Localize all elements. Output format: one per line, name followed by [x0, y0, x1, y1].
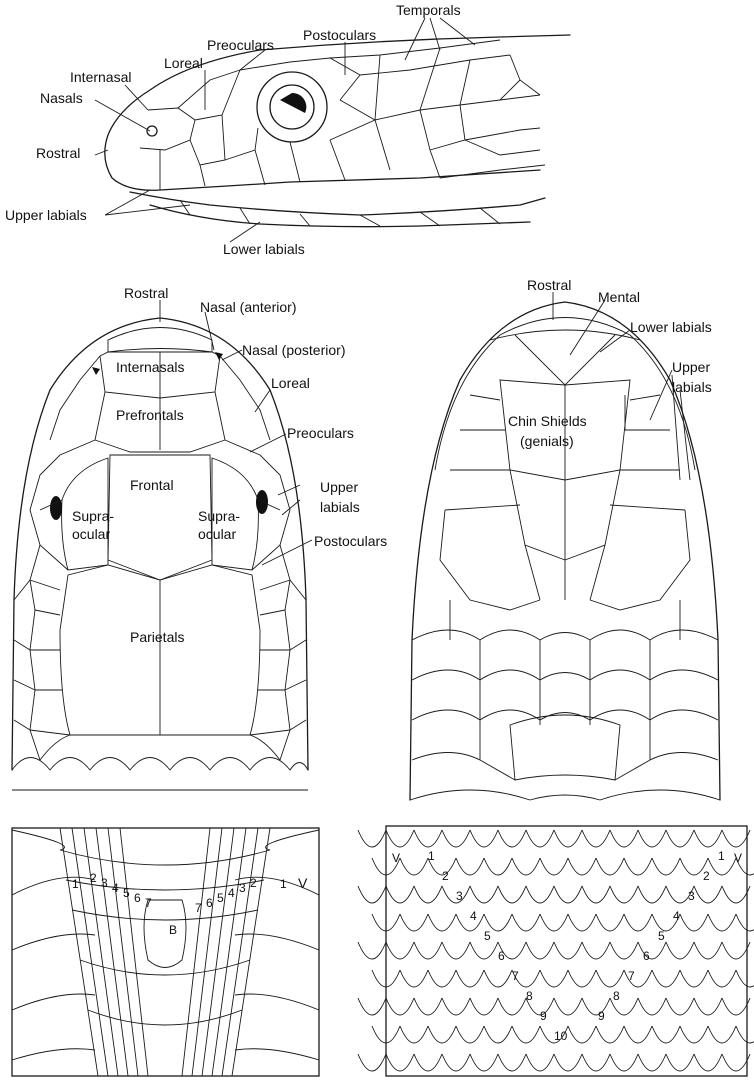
dorsal-left-number: 4 [470, 909, 477, 923]
dorsal-left-number: 9 [540, 1009, 547, 1023]
label-preoculars: Preoculars [207, 37, 274, 53]
label-rostral-ventral: Rostral [527, 277, 571, 293]
label-dorsal-v-right: V [734, 851, 742, 865]
label-lower-labials-ventral: Lower labials [630, 319, 712, 335]
label-loreal-dorsal: Loreal [271, 375, 310, 391]
label-nasal-anterior: Nasal (anterior) [200, 299, 296, 315]
label-upper-labials-dorsal-2: labials [320, 499, 360, 515]
dorsal-view-head [12, 318, 308, 790]
label-belly-right-one: 1 [280, 877, 287, 891]
dorsal-right-number: 2 [703, 869, 710, 883]
dorsal-left-number: 7 [512, 969, 519, 983]
label-upper-labials: Upper labials [5, 207, 87, 223]
label-mental: Mental [598, 289, 640, 305]
label-loreal: Loreal [164, 55, 203, 71]
label-chin-shields-2: (genials) [520, 433, 574, 449]
label-temporals: Temporals [396, 2, 461, 18]
label-internasal: Internasal [70, 69, 131, 85]
belly-count-panel [12, 828, 319, 1076]
label-supraocular-left-2: ocular [72, 526, 110, 542]
side-view-labels: Temporals Preoculars Postoculars Interna… [5, 2, 461, 257]
belly-right-number: 2 [250, 876, 257, 890]
belly-right-number: 3 [239, 881, 246, 895]
dorsal-right-number: 7 [628, 969, 635, 983]
dorsal-scale [358, 1054, 386, 1071]
label-upper-labials-ventral-1: Upper [672, 359, 710, 375]
label-nasals: Nasals [40, 90, 83, 106]
ventral-view-labels: Rostral Mental Lower labials Upper labia… [508, 277, 712, 449]
dorsal-scale [358, 886, 386, 903]
label-prefrontals: Prefrontals [116, 407, 184, 423]
label-postoculars: Postoculars [303, 27, 376, 43]
dorsal-scale [358, 942, 386, 959]
dorsal-left-number: 2 [442, 869, 449, 883]
dorsal-scale [358, 998, 386, 1015]
dorsal-view-labels: Rostral Nasal (anterior) Nasal (posterio… [72, 285, 387, 645]
dorsal-left-number: 1 [428, 849, 435, 863]
dorsal-scale [358, 830, 386, 847]
label-belly-v: V [298, 875, 308, 891]
label-lower-labials: Lower labials [223, 241, 305, 257]
label-supraocular-left-1: Supra- [72, 508, 114, 524]
label-belly-one: 1 [72, 877, 79, 891]
label-chin-shields-1: Chin Shields [508, 413, 587, 429]
dorsal-right-number: 1 [718, 849, 725, 863]
dorsal-left-number: 10 [554, 1029, 568, 1043]
belly-left-number: 3 [101, 876, 108, 890]
label-rostral: Rostral [36, 145, 80, 161]
belly-left-number: 2 [90, 871, 97, 885]
dorsal-left-number: 8 [526, 989, 533, 1003]
side-view-leaders [95, 18, 475, 242]
label-rostral-dorsal: Rostral [124, 285, 168, 301]
label-dorsal-v-left: V [392, 851, 400, 865]
label-belly-b: B [169, 923, 177, 937]
label-postoculars-dorsal: Postoculars [314, 533, 387, 549]
dorsal-right-number: 8 [613, 989, 620, 1003]
label-supraocular-right-1: Supra- [198, 508, 240, 524]
belly-right-number: 6 [206, 896, 213, 910]
dorsal-right-number: 3 [688, 889, 695, 903]
dorsal-left-number: 3 [456, 889, 463, 903]
label-preoculars-dorsal: Preoculars [287, 425, 354, 441]
dorsal-left-number: 5 [484, 929, 491, 943]
label-upper-labials-ventral-2: labials [672, 379, 712, 395]
label-nasal-posterior: Nasal (posterior) [242, 342, 345, 358]
dorsal-right-number: 9 [598, 1009, 605, 1023]
belly-left-number: 7 [145, 896, 152, 910]
dorsal-left-number: 6 [498, 949, 505, 963]
belly-right-number: 5 [217, 891, 224, 905]
label-upper-labials-dorsal-1: Upper [320, 479, 358, 495]
belly-left-number: 6 [134, 891, 141, 905]
label-frontal: Frontal [130, 477, 174, 493]
belly-right-number: 7 [195, 901, 202, 915]
ventral-view-head [410, 302, 720, 800]
label-parietals: Parietals [130, 629, 184, 645]
label-supraocular-right-2: ocular [198, 526, 236, 542]
label-internasals: Internasals [116, 359, 184, 375]
belly-left-number: 5 [123, 886, 130, 900]
belly-right-number: 4 [228, 886, 235, 900]
dorsal-right-number: 6 [643, 949, 650, 963]
dorsal-right-number: 5 [658, 929, 665, 943]
belly-left-number: 4 [112, 881, 119, 895]
dorsal-right-number: 4 [673, 909, 680, 923]
